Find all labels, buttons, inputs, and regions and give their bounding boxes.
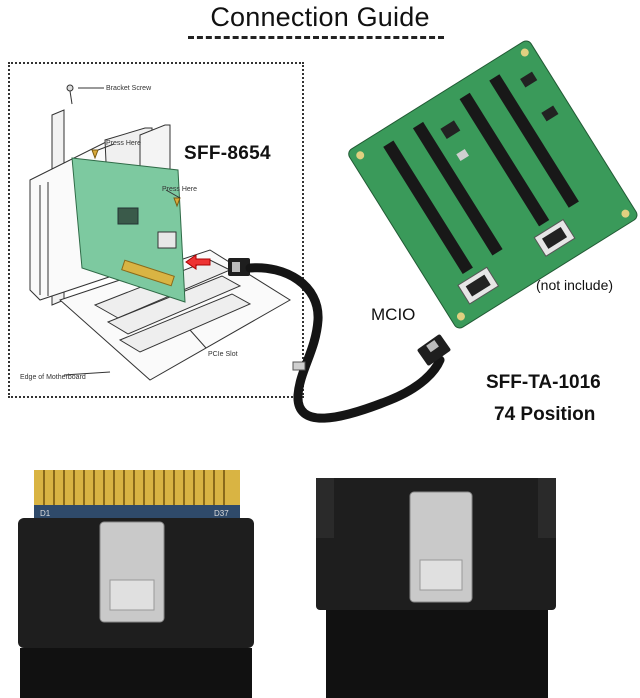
pin-label-d37: D37 xyxy=(214,509,229,518)
sff-ta-1016-label: SFF-TA-1016 xyxy=(486,372,601,393)
mcio-label: MCIO xyxy=(371,305,416,324)
pin-label-d1: D1 xyxy=(40,509,51,518)
bracket-screw xyxy=(66,84,74,92)
riser-pcie-slot xyxy=(383,140,473,275)
sff-8654-label: SFF-8654 xyxy=(184,143,271,164)
card-gold-fingers xyxy=(121,259,175,287)
bracket-screw-label: Bracket Screw xyxy=(106,85,152,92)
riser-pcie-slot xyxy=(489,74,579,208)
insertion-arrow-icon xyxy=(185,254,211,270)
mcio-closeup xyxy=(316,478,556,698)
mcio-cable xyxy=(228,258,451,423)
installation-diagram-frame xyxy=(8,62,304,398)
cable-clip xyxy=(292,361,306,371)
closeup-mcio-cable xyxy=(326,610,548,698)
press-arrow-icon xyxy=(173,197,181,208)
pcie-slot xyxy=(118,293,252,353)
sff8654-closeup xyxy=(18,470,254,698)
press-here-label-1: Press Here xyxy=(106,140,141,147)
riser-pcb xyxy=(348,40,638,329)
mcio-riser-board xyxy=(348,40,638,329)
not-include-label: (not include) xyxy=(536,277,614,293)
edge-of-motherboard-label: Edge of Motherboard xyxy=(20,374,86,381)
closeup-cable xyxy=(20,648,252,698)
closeup-pcb-edge xyxy=(34,470,240,510)
press-here-label-2: Press Here xyxy=(162,186,197,193)
card-sff8654-port xyxy=(157,231,177,249)
riser-pcie-slot xyxy=(412,121,503,256)
position-count-label: 74 Position xyxy=(494,404,596,425)
closeup-pcb-body xyxy=(34,505,240,519)
installation-diagram xyxy=(29,84,291,381)
press-arrow-icon xyxy=(91,149,99,160)
pcie-adapter-card xyxy=(71,157,186,303)
pcie-slot-label: PCIe Slot xyxy=(208,351,238,358)
card-chip xyxy=(117,207,139,225)
title-underline xyxy=(188,36,444,39)
riser-pcie-slot xyxy=(459,92,550,227)
page-title: Connection Guide xyxy=(210,2,430,32)
